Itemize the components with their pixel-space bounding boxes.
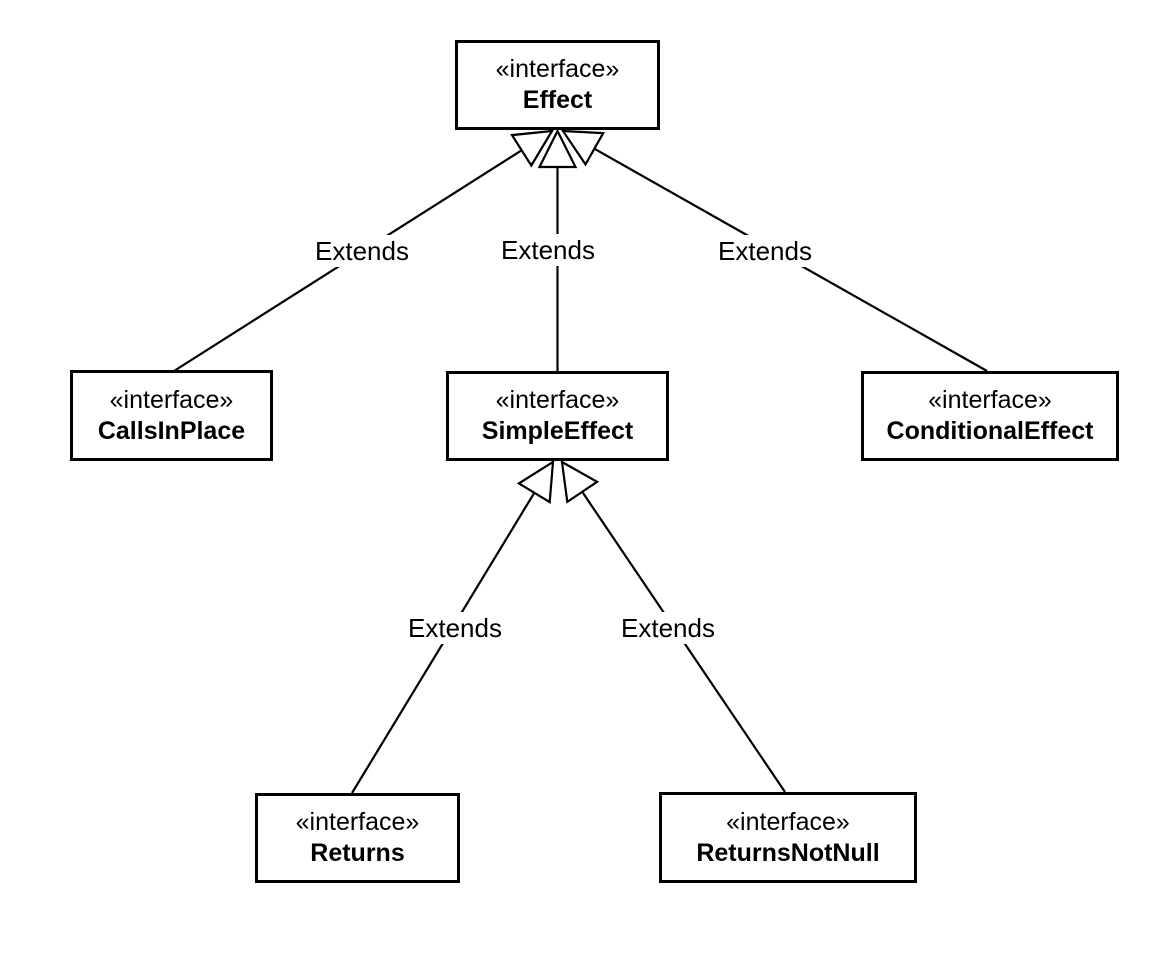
edge-label-extends-callsinplace: Extends xyxy=(310,235,414,267)
edge-label-extends-returns: Extends xyxy=(403,612,507,644)
stereotype-label: «interface» xyxy=(295,808,420,836)
interface-name: Returns xyxy=(310,839,405,867)
node-conditionaleffect: «interface» ConditionalEffect xyxy=(861,371,1119,461)
node-effect: «interface» Effect xyxy=(455,40,660,130)
interface-name: Effect xyxy=(522,86,593,114)
node-callsinplace: «interface» CallsInPlace xyxy=(70,370,273,461)
interface-name: SimpleEffect xyxy=(481,417,634,445)
stereotype-label: «interface» xyxy=(495,386,620,414)
generalization-arrowhead-returnsnotnull xyxy=(560,459,600,504)
interface-name: ConditionalEffect xyxy=(886,417,1094,445)
generalization-arrowhead-conditionaleffect xyxy=(560,129,606,167)
interface-name: ReturnsNotNull xyxy=(696,838,880,867)
generalization-arrowhead-simpleeffect xyxy=(537,128,578,169)
edge-label-extends-conditionaleffect: Extends xyxy=(713,235,817,267)
generalization-arrowhead-returns xyxy=(516,459,555,504)
edge-label-extends-returnsnotnull: Extends xyxy=(616,612,720,644)
node-returnsnotnull: «interface» ReturnsNotNull xyxy=(659,792,917,883)
stereotype-label: «interface» xyxy=(928,386,1052,414)
stereotype-label: «interface» xyxy=(726,807,850,836)
edge-label-extends-simpleeffect: Extends xyxy=(496,234,600,266)
stereotype-label: «interface» xyxy=(495,55,620,83)
stereotype-label: «interface» xyxy=(109,385,234,414)
node-returns: «interface» Returns xyxy=(255,793,460,883)
node-simpleeffect: «interface» SimpleEffect xyxy=(446,371,669,461)
interface-name: CallsInPlace xyxy=(97,416,246,445)
generalization-arrowhead-callsinplace xyxy=(510,129,555,168)
